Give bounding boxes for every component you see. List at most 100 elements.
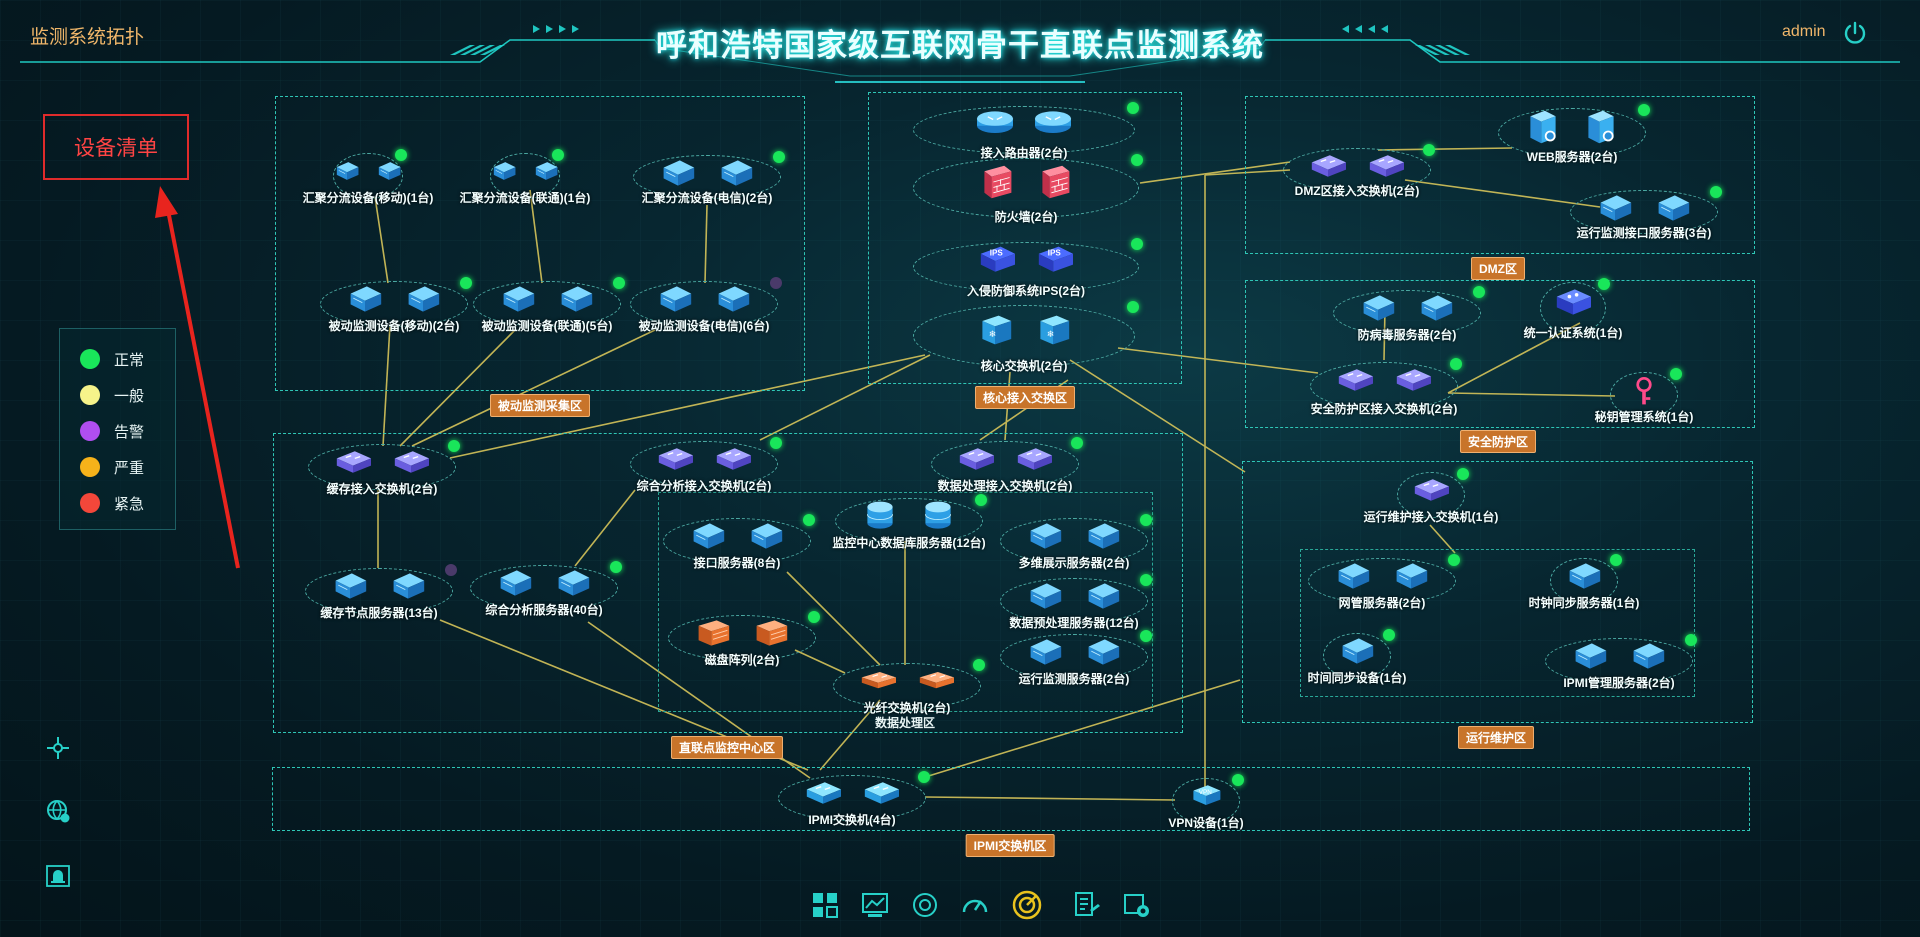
device-node[interactable]: 防病毒服务器(2台) — [1333, 286, 1485, 342]
database-icon — [866, 501, 894, 529]
storage-icon — [698, 620, 730, 646]
alarm-bell-icon[interactable] — [45, 863, 71, 889]
device-node[interactable]: ❄❄核心交换机(2台) — [913, 301, 1139, 373]
report-icon[interactable] — [1072, 890, 1102, 920]
device-icon-group — [1310, 362, 1458, 398]
status-indicator — [1140, 514, 1152, 526]
zone-label: IPMI交换机区 — [965, 834, 1055, 857]
node-ring — [1000, 578, 1148, 624]
device-node[interactable]: 缓存接入交换机(2台) — [308, 440, 460, 496]
switch-icon — [716, 448, 751, 470]
status-indicator — [1457, 468, 1469, 480]
device-node[interactable]: 秘钥管理系统(1台) — [1595, 368, 1693, 424]
server-icon — [1363, 295, 1395, 321]
device-node[interactable]: 缓存节点服务器(13台) — [305, 564, 457, 620]
switch-icon — [658, 448, 693, 470]
legend-dot — [80, 493, 100, 513]
device-node[interactable]: 统一认证系统(1台) — [1524, 278, 1622, 340]
device-node[interactable]: 运行监测服务器(2台) — [1000, 630, 1152, 686]
legend-dot — [80, 421, 100, 441]
gauge-icon[interactable] — [960, 890, 990, 920]
switch-icon — [959, 448, 994, 470]
server-icon — [660, 286, 692, 312]
device-node[interactable]: 数据处理接入交换机(2台) — [931, 437, 1083, 493]
node-label: 数据处理接入交换机(2台) — [937, 479, 1073, 493]
target-icon[interactable] — [1012, 890, 1042, 920]
device-node[interactable]: 防火墙(2台) — [913, 154, 1143, 224]
device-icon-group — [1610, 372, 1678, 408]
device-icon-group — [1323, 633, 1391, 669]
node-ring — [1323, 633, 1391, 679]
device-node[interactable]: 被动监测设备(移动)(2台) — [320, 277, 472, 333]
fiber-switch-icon — [919, 672, 954, 689]
status-indicator — [770, 437, 782, 449]
device-list-button[interactable]: 设备清单 — [43, 114, 189, 180]
web-server-icon — [1588, 110, 1614, 144]
network-icon[interactable] — [910, 890, 940, 920]
device-node[interactable]: 接入路由器(2台) — [913, 102, 1139, 160]
device-node[interactable]: 磁盘阵列(2台) — [668, 611, 820, 667]
device-node[interactable]: 监控中心数据库服务器(12台) — [832, 494, 987, 550]
switch-icon — [336, 451, 371, 473]
device-icon-group — [913, 164, 1139, 200]
settings-icon[interactable] — [1122, 890, 1152, 920]
device-node[interactable]: 汇聚分流设备(联通)(1台) — [460, 149, 590, 205]
device-node[interactable]: 汇聚分流设备(移动)(1台) — [303, 149, 433, 205]
server-icon — [1658, 195, 1690, 221]
device-node[interactable]: 运行维护接入交换机(1台) — [1364, 468, 1498, 524]
device-node[interactable]: WEB服务器(2台) — [1498, 104, 1650, 164]
annotation-arrow — [155, 186, 240, 569]
device-node[interactable]: IPMI管理服务器(2台) — [1545, 634, 1697, 690]
node-ring — [470, 565, 618, 611]
status-indicator — [1140, 630, 1152, 642]
chart-icon[interactable] — [860, 890, 890, 920]
node-label: 运行监测服务器(2台) — [1018, 672, 1130, 686]
device-node[interactable]: DMZ区接入交换机(2台) — [1283, 144, 1435, 198]
server-icon — [350, 286, 382, 312]
status-indicator — [1383, 629, 1395, 641]
power-icon[interactable] — [1842, 20, 1868, 46]
server-icon — [1030, 523, 1062, 549]
device-node[interactable]: 网管服务器(2台) — [1308, 554, 1460, 610]
legend-dot — [80, 385, 100, 405]
device-icon-group — [1000, 518, 1148, 554]
dmz-zone — [1245, 96, 1755, 254]
device-node[interactable]: IPMI交换机(4台) — [778, 771, 930, 827]
status-indicator — [445, 564, 457, 576]
server-icon — [693, 523, 725, 549]
status-indicator — [1710, 186, 1722, 198]
globe-settings-icon[interactable] — [45, 798, 71, 824]
node-ring — [1308, 558, 1456, 604]
node-ring — [1545, 638, 1693, 684]
device-node[interactable]: 光纤交换机(2台) — [833, 659, 985, 715]
node-ring — [333, 153, 403, 199]
device-icon-group — [931, 441, 1079, 477]
zone-label: 数据处理区 — [874, 716, 936, 730]
user-name[interactable]: admin — [1782, 23, 1826, 40]
status-indicator — [1473, 286, 1485, 298]
node-ring — [663, 518, 811, 564]
status-indicator — [1071, 437, 1083, 449]
device-node[interactable]: 接口服务器(8台) — [663, 514, 815, 570]
device-node[interactable]: 综合分析接入交换机(2台) — [630, 437, 782, 493]
device-node[interactable]: 被动监测设备(联通)(5台) — [473, 277, 625, 333]
device-icon-group — [473, 281, 621, 317]
status-indicator — [1232, 774, 1244, 786]
topology-icon[interactable] — [45, 735, 71, 761]
status-indicator — [613, 277, 625, 289]
device-node[interactable]: 被动监测设备(电信)(6台) — [630, 277, 782, 333]
device-node[interactable]: 多维展示服务器(2台) — [1000, 514, 1152, 570]
device-icon-group — [308, 444, 456, 480]
device-node[interactable]: 汇聚分流设备(电信)(2台) — [633, 151, 785, 205]
dashboard-icon[interactable] — [810, 890, 840, 920]
device-node[interactable]: 安全防护区接入交换机(2台) — [1310, 358, 1462, 416]
device-node[interactable]: 数据预处理服务器(12台) — [1000, 574, 1152, 630]
device-node[interactable]: 综合分析服务器(40台) — [470, 561, 622, 617]
device-node[interactable]: 时间同步设备(1台) — [1308, 629, 1406, 685]
node-label: 时钟同步服务器(1台) — [1528, 596, 1640, 610]
device-node[interactable]: 运行监测接口服务器(3台) — [1570, 186, 1722, 240]
device-node[interactable]: 时钟同步服务器(1台) — [1529, 554, 1639, 610]
ipmi-switch-icon — [806, 782, 841, 804]
